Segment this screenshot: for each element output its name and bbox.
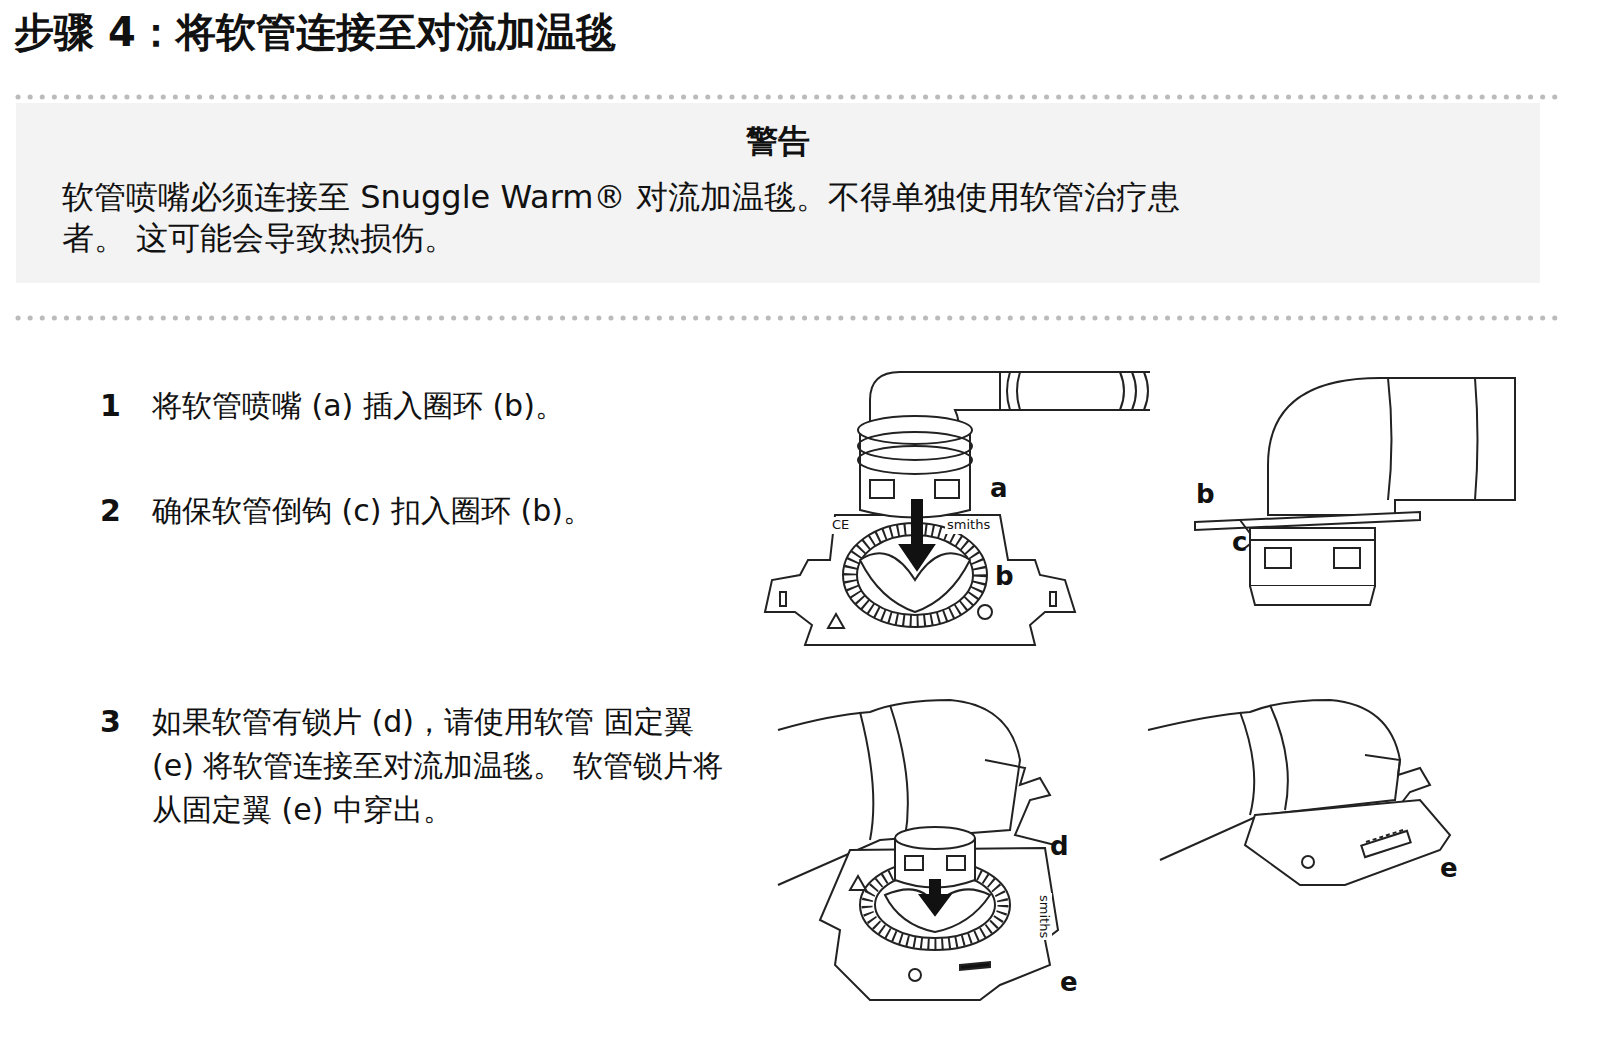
callout-letter: c xyxy=(1232,526,1247,560)
hose-nozzle-figure-part xyxy=(935,480,959,498)
brand-text: smiths xyxy=(1035,893,1052,940)
callout-letter: a xyxy=(990,472,1008,506)
lock-tab-figure-part xyxy=(909,969,921,981)
barb-side-figure-part xyxy=(1334,548,1360,568)
lock-tab-figure-part xyxy=(895,827,975,849)
barb-side-figure-part xyxy=(1250,539,1375,541)
step-text: 将软管喷嘴 (a) 插入圈环 (b)。 xyxy=(152,386,565,425)
hose-nozzle-figure-part xyxy=(1120,372,1148,410)
dotted-rule-part xyxy=(18,316,1556,321)
assembled-figure xyxy=(1148,700,1450,885)
assembled-figure-part xyxy=(1245,800,1450,885)
hose-nozzle-figure-part xyxy=(858,416,972,444)
brand-text: smiths xyxy=(945,517,992,534)
step-number: 1 xyxy=(100,386,121,425)
step-number: 2 xyxy=(100,491,121,530)
callout-letter: b xyxy=(1196,478,1215,512)
lock-tab-figure-part xyxy=(905,856,923,870)
lock-tab-figure-part xyxy=(985,760,1055,845)
barb-side-figure-part xyxy=(1265,548,1291,568)
warning-text: 软管喷嘴必须连接至 Snuggle Warm® 对流加温毯。不得单独使用软管治疗… xyxy=(62,177,1232,260)
assembled-figure-part xyxy=(1302,856,1314,868)
barb-side-figure-part xyxy=(1250,528,1375,586)
warning-box: 警告软管喷嘴必须连接至 Snuggle Warm® 对流加温毯。不得单独使用软管… xyxy=(16,103,1540,283)
lock-tab-figure-part xyxy=(960,962,990,970)
hose-nozzle-figure-part xyxy=(828,614,844,628)
mark-text: CE xyxy=(830,517,851,534)
callout-letter: d xyxy=(1050,830,1069,864)
hose-nozzle-figure-part xyxy=(780,592,1056,606)
dotted-rule-part xyxy=(18,95,1556,100)
hose-nozzle-figure-part xyxy=(900,500,934,570)
step-text: 如果软管有锁片 (d)，请使用软管 固定翼 (e) 将软管连接至对流加温毯。 软… xyxy=(152,700,737,832)
hose-nozzle-figure-part xyxy=(978,605,992,619)
barb-side-figure-part xyxy=(1475,378,1478,500)
hose-nozzle-figure-part xyxy=(1000,372,1150,410)
step-text: 确保软管倒钩 (c) 扣入圈环 (b)。 xyxy=(152,491,593,530)
barb-side-figure-part xyxy=(1388,378,1392,500)
lock-tab-figure-part xyxy=(947,856,965,870)
hose-nozzle-figure-part xyxy=(870,480,894,498)
barb-side-figure-part xyxy=(1268,378,1515,515)
lock-tab-figure-part xyxy=(860,705,908,840)
warning-heading: 警告 xyxy=(62,121,1494,163)
hose-nozzle-figure-part xyxy=(1007,372,1020,410)
callout-letter: b xyxy=(995,560,1014,594)
page-title: 步骤 4：将软管连接至对流加温毯 xyxy=(14,6,616,58)
barb-side-figure-part xyxy=(1250,586,1375,605)
callout-letter: e xyxy=(1440,852,1458,886)
callout-letter: e xyxy=(1060,966,1078,1000)
lock-tab-figure xyxy=(778,700,1058,1000)
hose-nozzle-figure xyxy=(765,372,1150,645)
assembled-figure-part xyxy=(1366,829,1406,842)
lock-tab-figure-part xyxy=(850,876,866,890)
lock-tab-figure-part xyxy=(875,872,995,938)
hose-nozzle-figure-part xyxy=(858,446,972,474)
lock-tab-figure-part xyxy=(920,880,950,915)
assembled-figure-part xyxy=(1365,755,1430,805)
barb-side-figure xyxy=(1195,378,1515,605)
assembled-figure-part xyxy=(1240,705,1288,815)
